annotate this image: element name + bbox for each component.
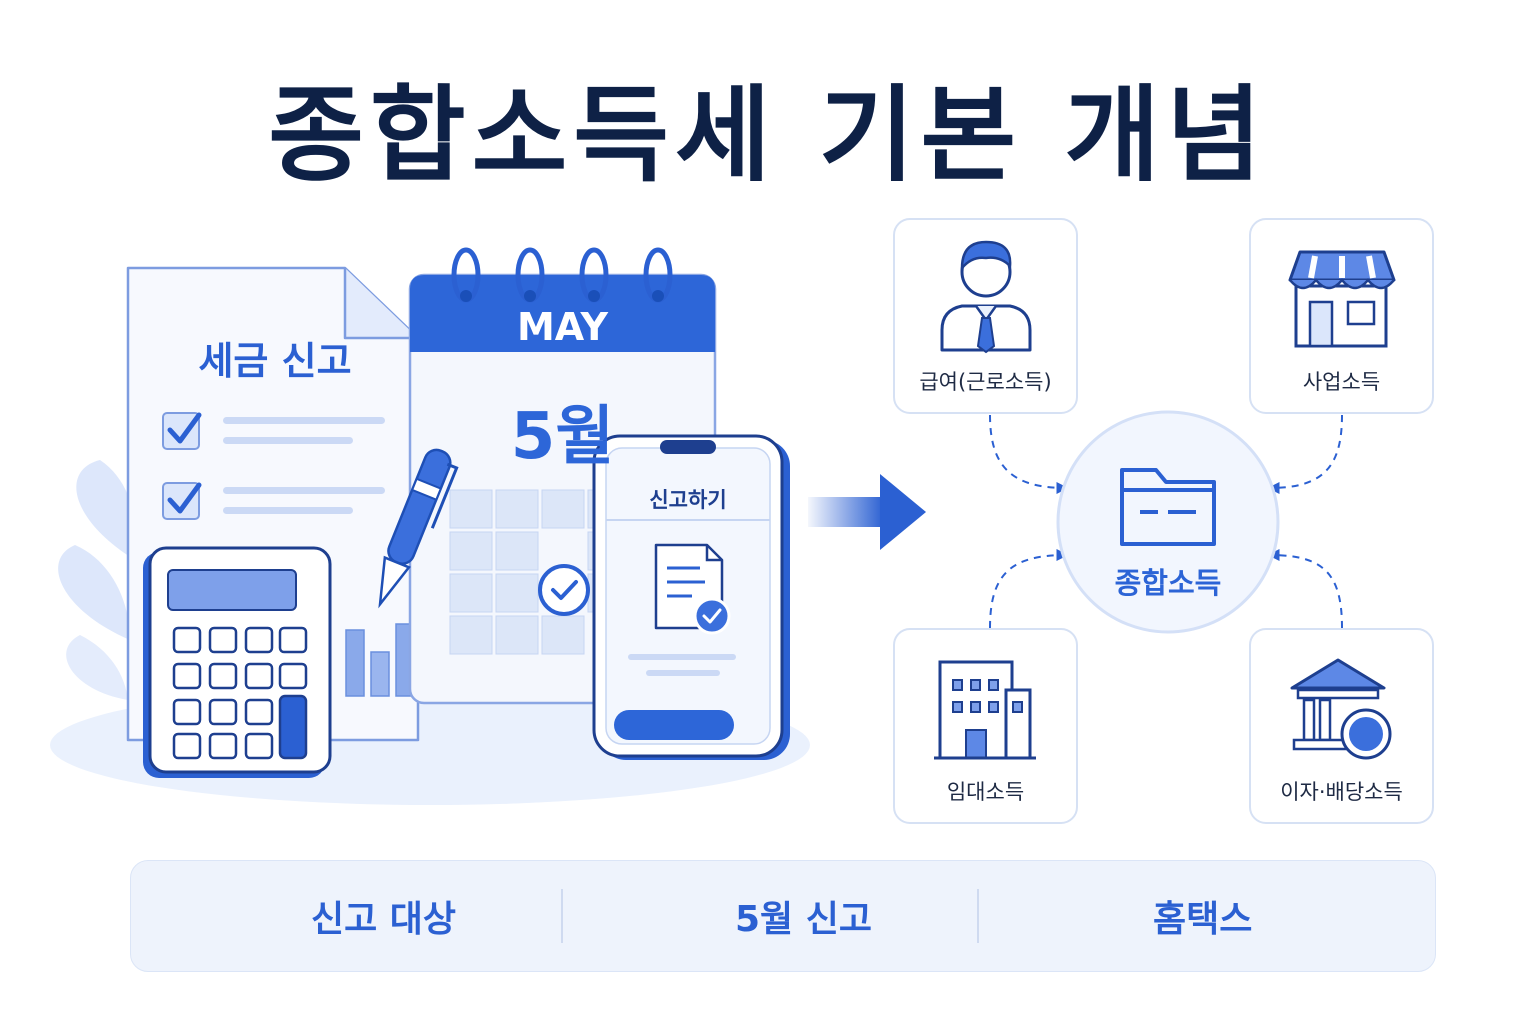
checkmark-icon	[167, 482, 202, 514]
employee-icon	[940, 240, 1032, 354]
store-icon	[1288, 250, 1396, 348]
calendar-day: 5월	[510, 400, 615, 474]
connector-salary	[989, 414, 1069, 494]
income-diagram	[893, 218, 1434, 824]
divider	[977, 889, 979, 943]
smartphone	[592, 434, 790, 760]
checkmark-icon	[167, 412, 202, 444]
bank-won-icon	[1290, 658, 1392, 760]
card-label-interest: 이자·배당소득	[1280, 780, 1403, 804]
summary-item-may: 5월 신고	[703, 861, 872, 971]
illustration	[50, 247, 810, 805]
card-label-rental: 임대소득	[946, 780, 1025, 804]
pen-icon	[378, 448, 459, 609]
leaf-decoration	[66, 635, 128, 700]
calculator-icon	[143, 546, 332, 778]
submit-button-graphic	[614, 710, 734, 740]
connector-rental	[989, 549, 1069, 629]
right-arrow-icon	[808, 474, 926, 550]
calendar-month: MAY	[516, 305, 609, 349]
document-check-icon	[654, 543, 731, 635]
card-label-salary: 급여(근로소득)	[919, 370, 1052, 394]
summary-item-hometax: 홈택스	[1125, 861, 1252, 971]
card-label-business: 사업소득	[1302, 370, 1381, 394]
connector-interest	[1267, 549, 1343, 629]
divider	[561, 889, 563, 943]
summary-item-target: 신고 대상	[281, 861, 456, 971]
page-title: 종합소득세 기본 개념	[268, 74, 1268, 196]
summary-label-target: 신고 대상	[311, 899, 457, 940]
connector-business	[1267, 414, 1343, 494]
phone-title: 신고하기	[649, 488, 727, 512]
hub-label: 종합소득	[1114, 566, 1222, 600]
leaf-decoration	[58, 545, 130, 640]
hub-circle	[1056, 410, 1280, 634]
check-circle-icon	[538, 564, 590, 616]
card-interest	[1249, 628, 1434, 824]
folder-icon	[1120, 468, 1216, 546]
leaf-decoration	[76, 460, 137, 560]
summary-label-may: 5월 신고	[735, 899, 872, 940]
summary-label-hometax: 홈택스	[1153, 899, 1253, 940]
document-title: 세금 신고	[198, 339, 352, 383]
summary-bar: 신고 대상 5월 신고 홈택스	[130, 860, 1436, 972]
building-icon	[934, 660, 1036, 760]
